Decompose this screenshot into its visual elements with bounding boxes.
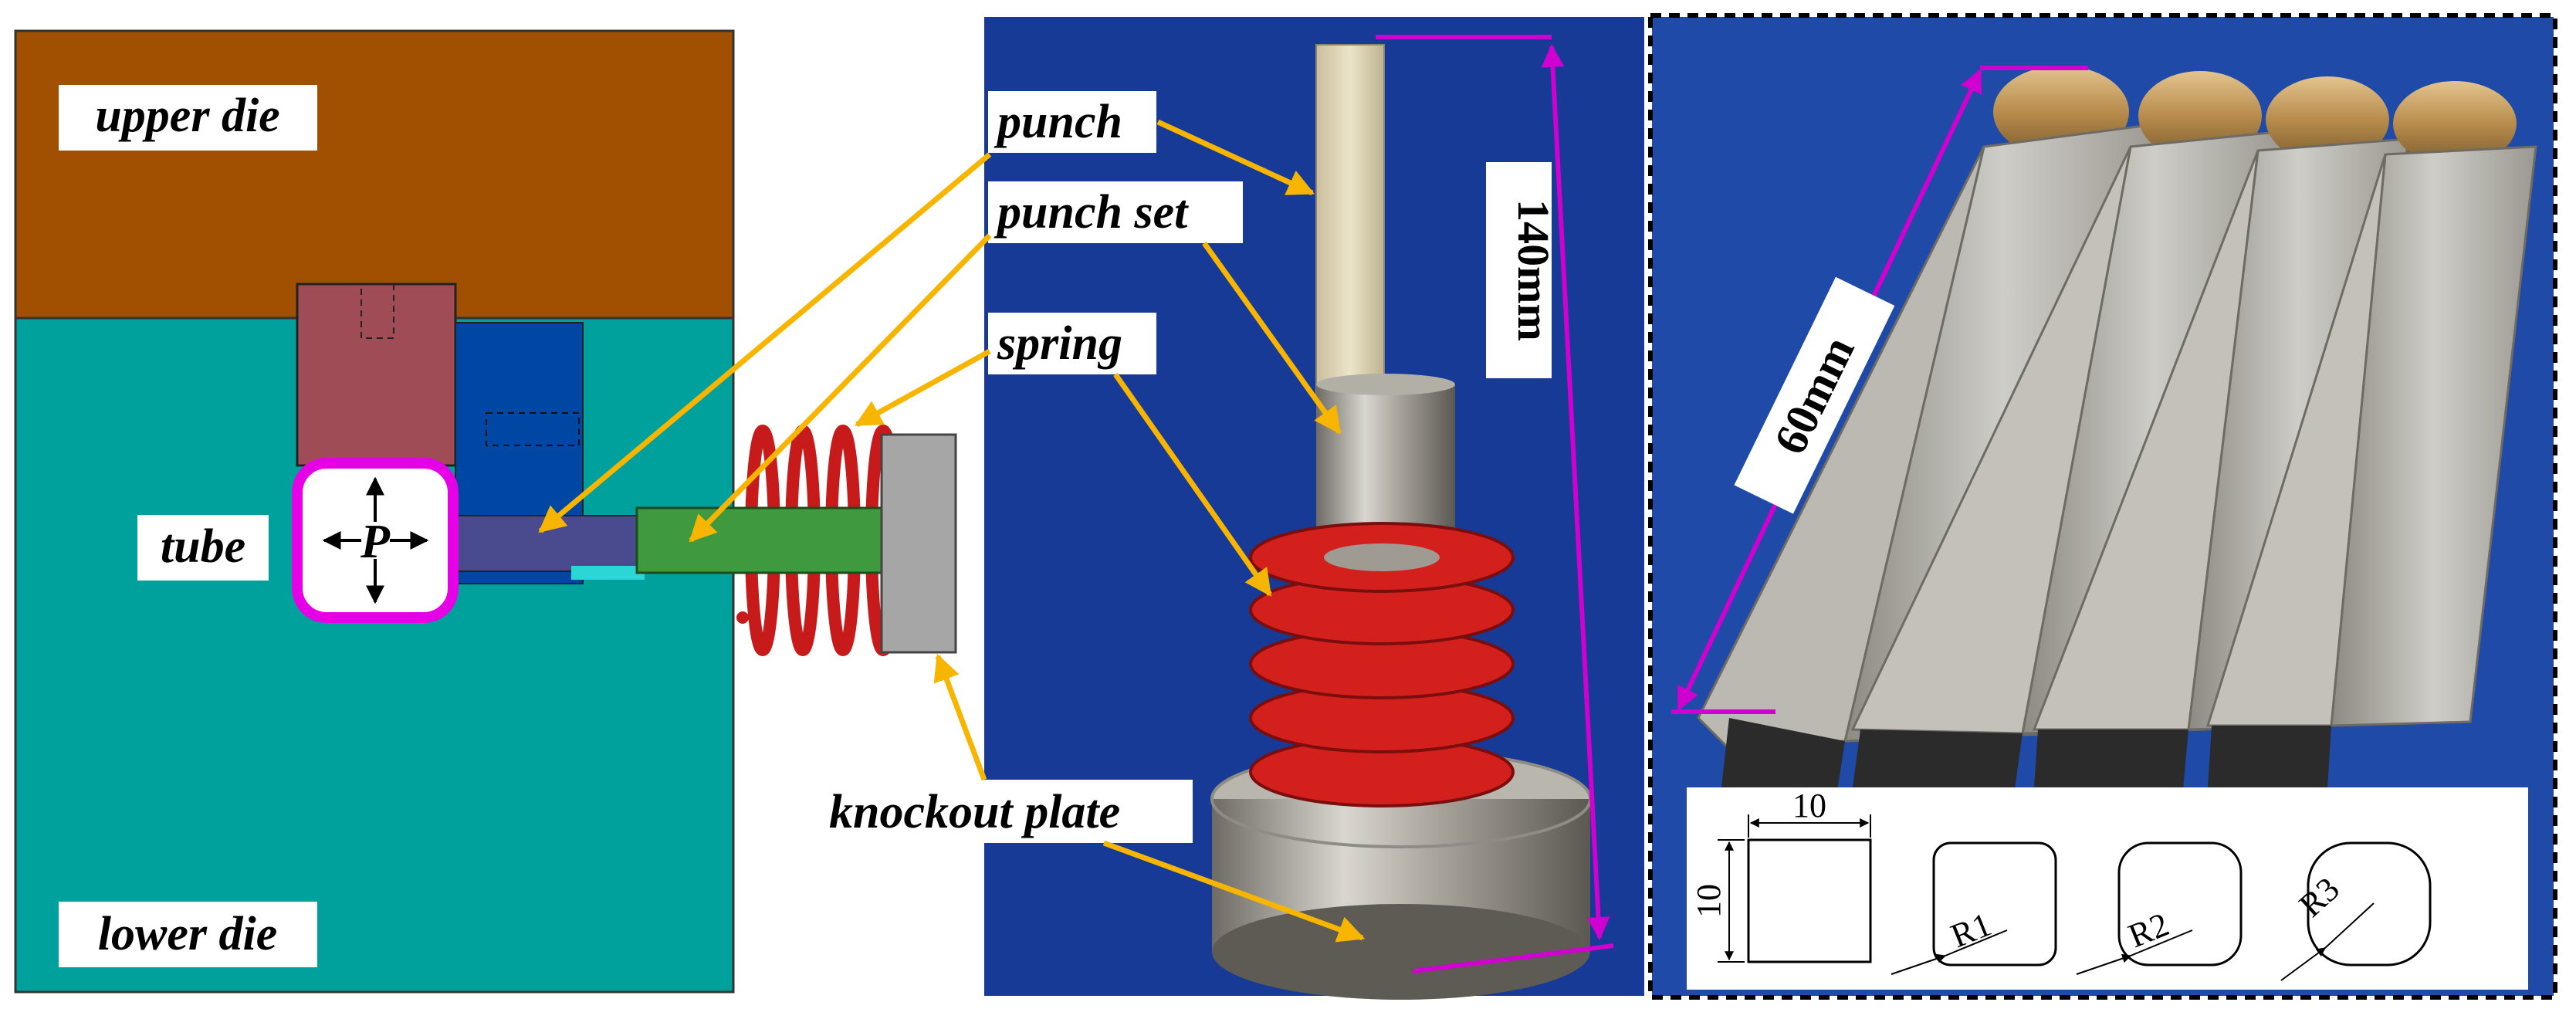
section-profiles: 10 10 R1 R2 R3: [1687, 787, 2528, 990]
length-label-box: [1734, 276, 1895, 514]
vertical-punch-hole: [361, 283, 394, 339]
punch-set-label: punch set: [994, 186, 1189, 239]
schematic-panel: P upper die tube lower die: [14, 29, 957, 994]
leader-arrows: [538, 119, 1366, 943]
spring-label-box: [988, 313, 1156, 374]
profile-square: 10 10: [1690, 787, 1872, 963]
knockout-plate-label: knockout plate: [829, 786, 1120, 838]
punch-set-label-box: [988, 181, 1243, 243]
knockout-label-box: [818, 780, 1193, 843]
height-dimension: [1376, 35, 1614, 973]
tube-label: tube: [161, 520, 245, 573]
upper-die-label-box: [59, 85, 317, 151]
spring-label: spring: [997, 317, 1122, 370]
punch-bar-4: [2205, 81, 2537, 789]
pressure-label: P: [360, 516, 391, 568]
punch-rod-photo: [1315, 44, 1385, 401]
upper-die-label: upper die: [95, 90, 279, 142]
punches-photo-panel: 60mm 10 10 R1: [1648, 13, 2557, 1000]
height-label-box: [1486, 162, 1552, 378]
lower-die-label-box: [59, 902, 317, 967]
lower-die-label: lower die: [98, 908, 277, 960]
punch-label-box: [988, 91, 1156, 153]
spring-photo: [1249, 522, 1515, 807]
tube-section: [292, 458, 459, 623]
punches-panel-frame: [1648, 13, 2557, 1000]
side-slider-hole: [486, 412, 580, 446]
tube-label-box: [137, 515, 269, 581]
section-height-label: 10: [1690, 884, 1728, 918]
vertical-punch: [296, 283, 457, 467]
rod-guide: [571, 566, 645, 580]
punch-set-photo: [1316, 384, 1455, 539]
height-label: 140mm: [1508, 199, 1559, 341]
knockout-plate-schematic: [880, 433, 957, 654]
section-side-label: 10: [1792, 787, 1826, 824]
upper-die: [14, 29, 735, 320]
punch-label: punch: [994, 96, 1122, 148]
pressure-arrows: [322, 476, 429, 604]
